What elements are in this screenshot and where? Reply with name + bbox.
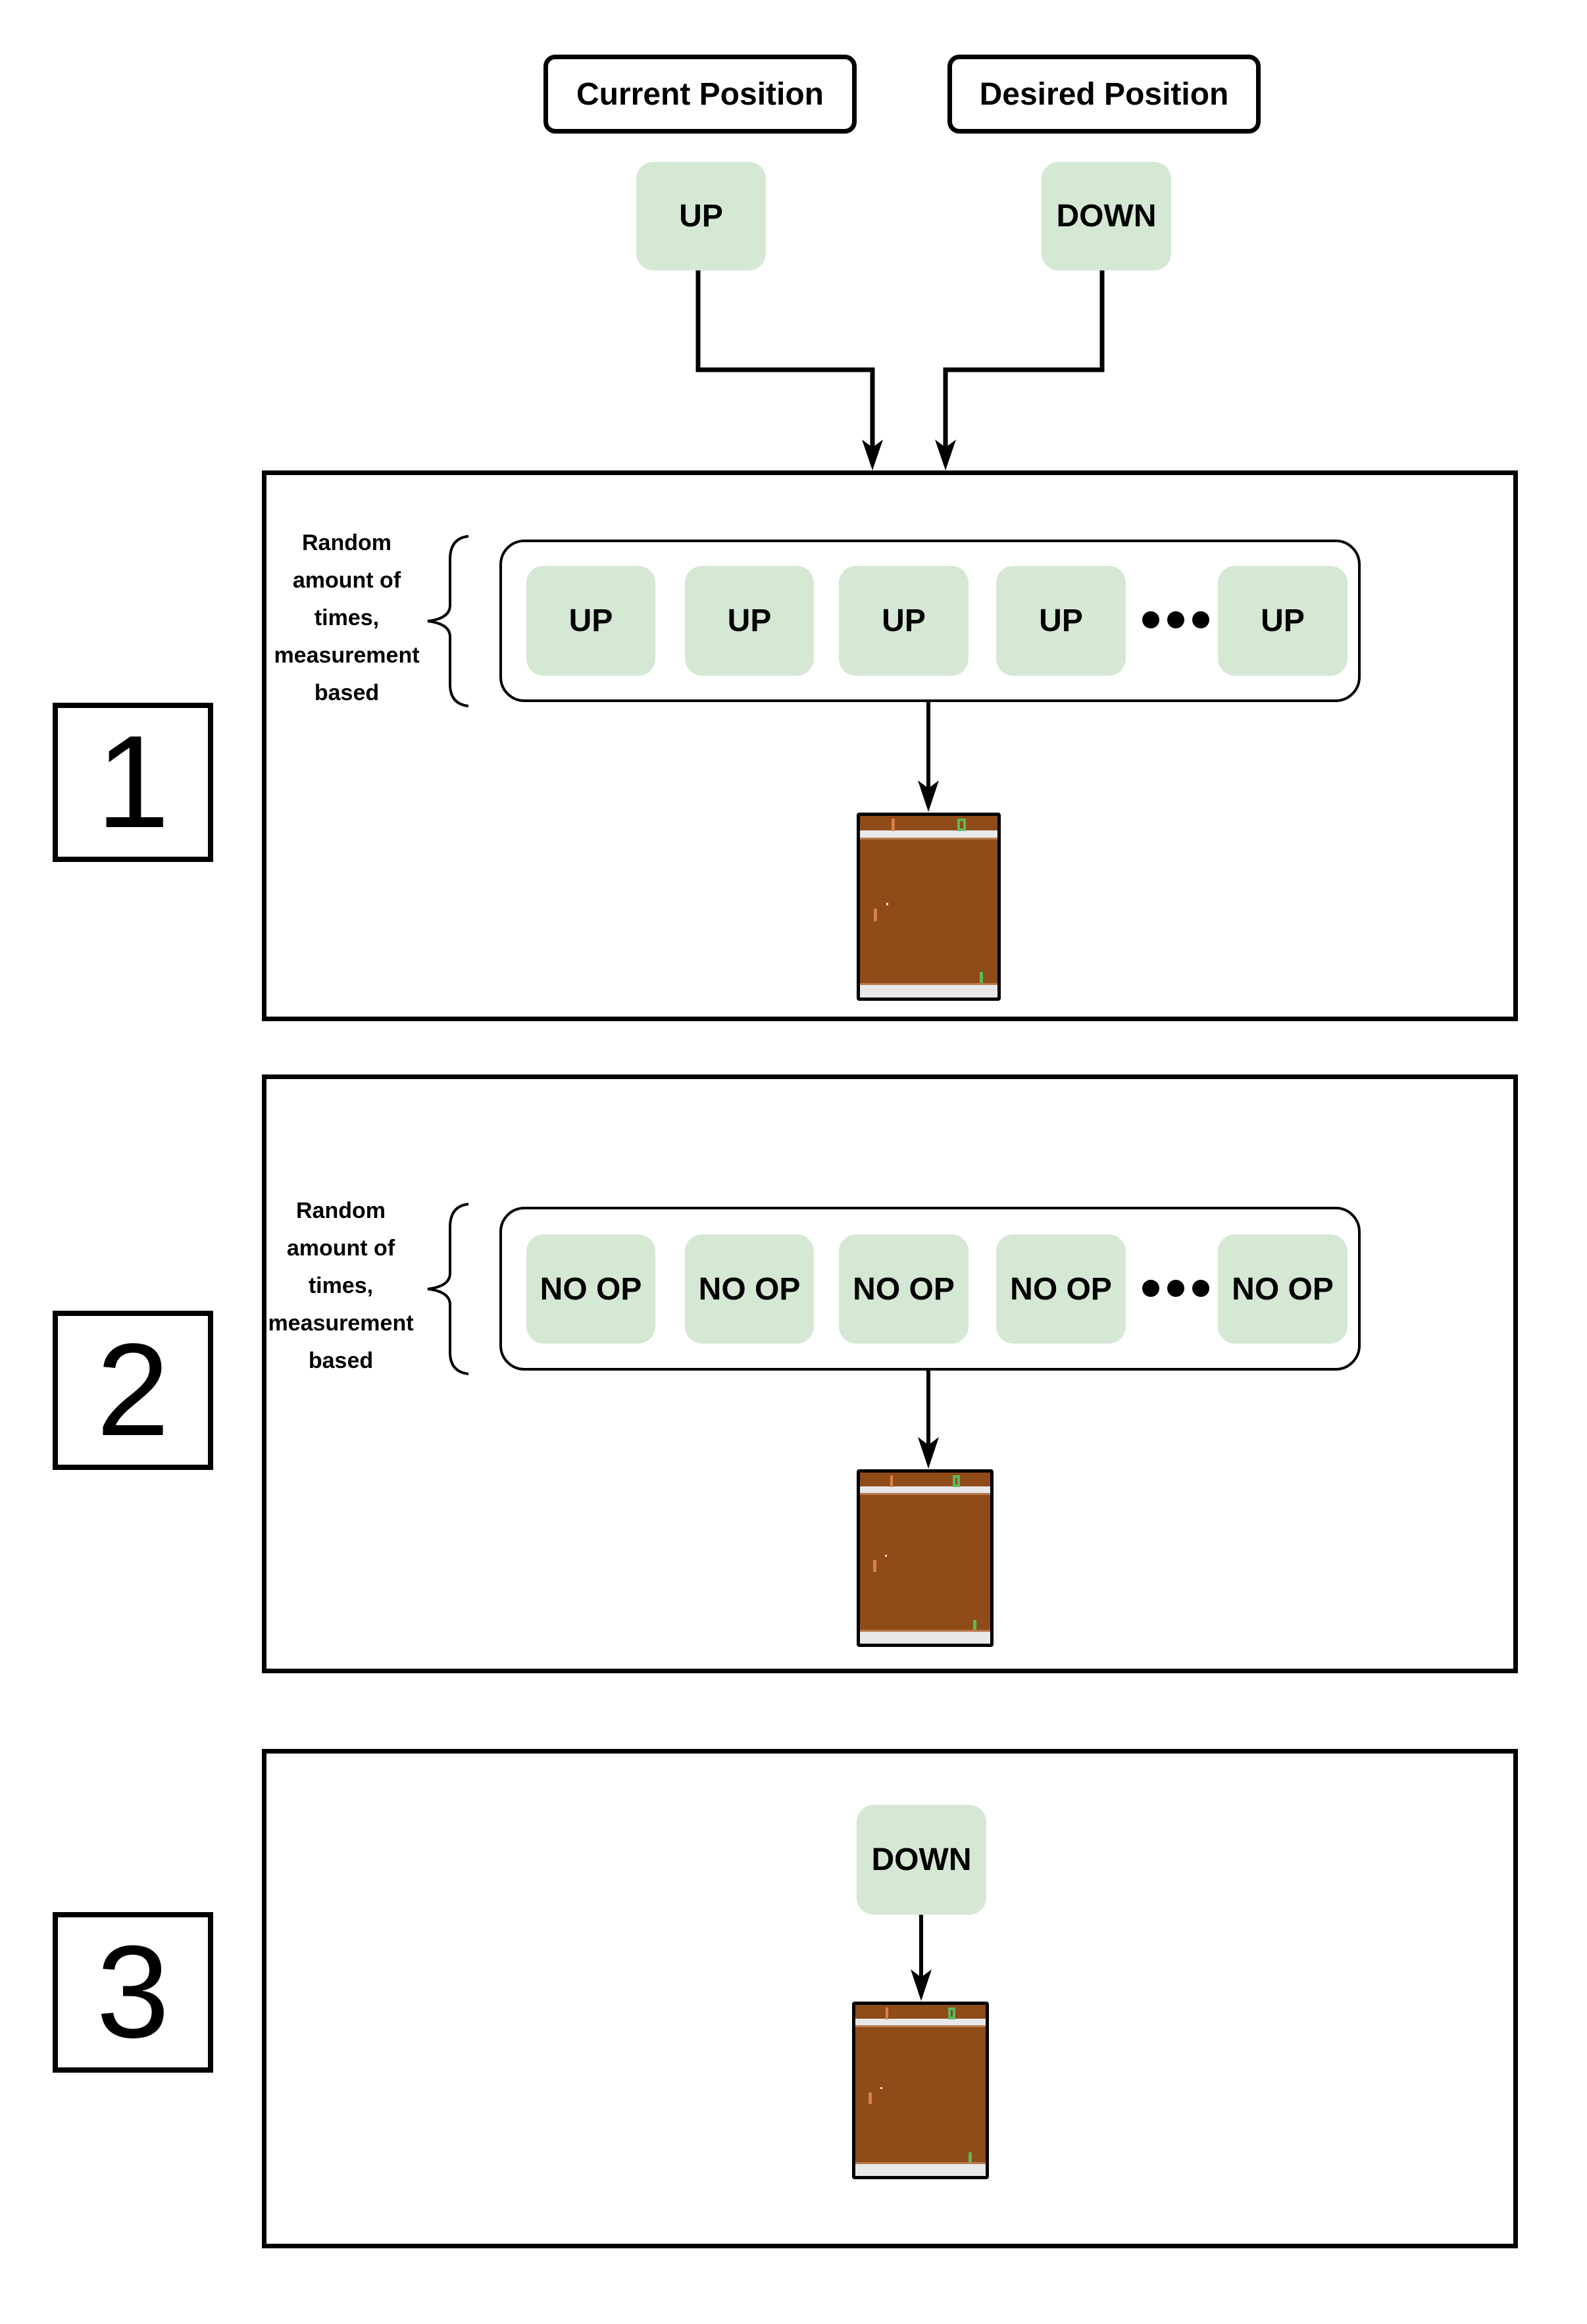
ball xyxy=(884,1554,887,1557)
opponent-score-icon xyxy=(892,819,895,832)
current-action-node: UP xyxy=(636,162,766,270)
action-label: NO OP xyxy=(1010,1271,1112,1307)
action-label: UP xyxy=(727,603,772,638)
action-node: DOWN xyxy=(857,1805,986,1915)
step-1-number: 1 xyxy=(53,703,213,862)
label-line: based xyxy=(308,1348,374,1373)
ball xyxy=(880,2086,882,2090)
game-bottom-band xyxy=(855,2161,986,2176)
label-line: times, xyxy=(308,1273,374,1298)
arrow-down-icon xyxy=(695,270,883,470)
label-line: based xyxy=(314,680,380,705)
action-label: NO OP xyxy=(698,1271,801,1307)
action-label: UP xyxy=(1039,603,1083,638)
ball xyxy=(886,903,889,906)
label-line: measurement xyxy=(268,1311,414,1336)
arrow-down-icon xyxy=(911,1915,932,2001)
label-line: Random xyxy=(302,530,391,555)
action-label: NO OP xyxy=(853,1271,955,1307)
current-position-label: Current Position xyxy=(576,76,824,112)
arrow-down-icon xyxy=(918,702,939,812)
ellipsis-icon xyxy=(1142,1280,1209,1297)
pong-game-frame xyxy=(857,813,1001,1001)
current-position-box: Current Position xyxy=(543,55,857,134)
desired-action-node: DOWN xyxy=(1042,162,1171,270)
step-2-frame xyxy=(262,1074,1518,1673)
step-number-text: 2 xyxy=(96,1317,170,1463)
game-bottom-band xyxy=(860,1629,990,1644)
pong-game-frame xyxy=(857,1469,994,1647)
step-3-frame xyxy=(262,1749,1518,2248)
step-number-text: 1 xyxy=(96,709,170,855)
pong-game-frame xyxy=(852,2002,989,2179)
label-line: times, xyxy=(314,605,380,630)
arrow-down-icon xyxy=(935,270,1105,470)
action-node: UP xyxy=(1218,566,1348,676)
player-score-icon xyxy=(952,1475,961,1488)
game-top-band xyxy=(855,2018,986,2028)
action-label: UP xyxy=(568,603,613,638)
curly-brace-icon xyxy=(427,535,469,707)
label-line: amount of xyxy=(286,1236,395,1261)
action-node: UP xyxy=(996,566,1126,676)
action-label: UP xyxy=(882,603,926,638)
desired-position-label: Desired Position xyxy=(979,76,1229,112)
step-number-text: 3 xyxy=(96,1919,170,2065)
ellipsis-icon xyxy=(1142,611,1209,628)
player-paddle xyxy=(979,972,984,985)
action-label: DOWN xyxy=(871,1842,972,1877)
game-bottom-band xyxy=(860,982,997,998)
opponent-score-icon xyxy=(885,2007,889,2020)
action-node: UP xyxy=(685,566,814,676)
action-node: NO OP xyxy=(996,1234,1126,1344)
player-paddle xyxy=(973,1619,977,1632)
label-line: measurement xyxy=(274,643,420,668)
action-node: NO OP xyxy=(526,1234,655,1344)
opponent-paddle xyxy=(873,908,878,922)
label-line: Random xyxy=(296,1198,386,1223)
action-label: NO OP xyxy=(540,1271,642,1307)
action-label: UP xyxy=(1261,603,1305,638)
action-node: NO OP xyxy=(839,1234,969,1344)
action-node: UP xyxy=(839,566,969,676)
opponent-paddle xyxy=(872,1559,876,1572)
game-top-band xyxy=(860,830,997,840)
opponent-score-icon xyxy=(890,1475,894,1488)
opponent-paddle xyxy=(868,2092,872,2104)
step-2-repeat-label: Random amount of times, measurement base… xyxy=(255,1192,426,1380)
player-score-icon xyxy=(947,2007,956,2020)
arrow-down-icon xyxy=(918,1371,939,1469)
action-node: NO OP xyxy=(1218,1234,1348,1344)
step-1-repeat-label: Random amount of times, measurement base… xyxy=(261,524,432,712)
action-node: UP xyxy=(526,566,655,676)
player-score-icon xyxy=(957,819,966,832)
desired-action-label: DOWN xyxy=(1056,199,1157,234)
curly-brace-icon xyxy=(427,1203,469,1375)
label-line: amount of xyxy=(292,568,401,593)
desired-position-box: Desired Position xyxy=(947,55,1261,134)
step-1-frame xyxy=(262,470,1518,1021)
action-node: NO OP xyxy=(685,1234,814,1344)
player-paddle xyxy=(969,2152,972,2164)
action-label: NO OP xyxy=(1232,1271,1334,1307)
current-action-label: UP xyxy=(679,199,723,234)
step-2-number: 2 xyxy=(53,1311,213,1470)
game-top-band xyxy=(860,1486,990,1496)
step-3-number: 3 xyxy=(53,1912,213,2073)
